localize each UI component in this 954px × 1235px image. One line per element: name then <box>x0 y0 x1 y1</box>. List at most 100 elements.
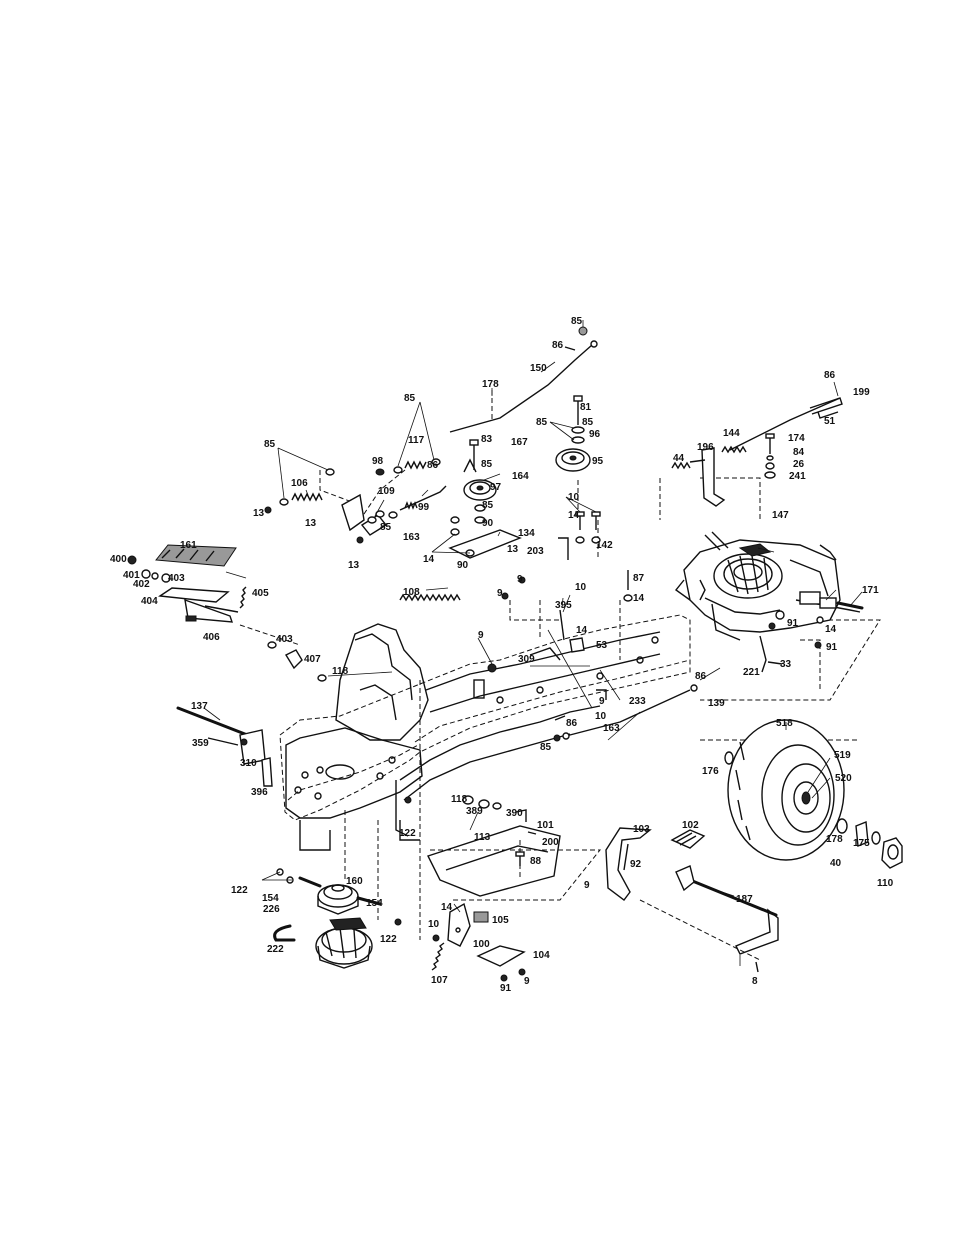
spring-44 <box>671 461 691 470</box>
callout-8: 8 <box>752 976 758 987</box>
callout-163: 163 <box>403 532 420 543</box>
callout-174: 174 <box>788 433 805 444</box>
center-hardware <box>487 570 633 742</box>
callout-519: 519 <box>834 750 851 761</box>
callout-226: 226 <box>263 904 280 915</box>
callout-404: 404 <box>141 596 158 607</box>
pedal-404 <box>158 587 239 623</box>
washers-400-403 <box>127 555 171 583</box>
idler-pulley-95 <box>555 448 591 472</box>
washer-85-top <box>578 326 588 336</box>
callout-104: 104 <box>533 950 550 961</box>
callout-99: 99 <box>418 502 430 513</box>
callout-402: 402 <box>133 579 150 590</box>
block-105 <box>473 911 489 923</box>
hardware-389-390 <box>404 795 537 835</box>
callout-401: 401 <box>123 570 140 581</box>
wheel-hub-hardware <box>836 818 903 869</box>
spring-107 <box>431 942 445 971</box>
callout-103: 103 <box>633 824 650 835</box>
callout-13: 13 <box>253 508 265 519</box>
callout-187: 187 <box>736 894 753 905</box>
callout-108: 108 <box>403 587 420 598</box>
bushings-403-407 <box>267 641 327 682</box>
callout-14: 14 <box>576 625 588 636</box>
pedal-pad-161 <box>155 544 237 567</box>
tire-wheel-518 <box>727 719 845 861</box>
callout-88: 88 <box>530 856 542 867</box>
callout-97: 97 <box>490 482 502 493</box>
callout-90: 90 <box>482 518 494 529</box>
callout-10: 10 <box>575 582 587 593</box>
callout-396: 396 <box>251 787 268 798</box>
callout-14: 14 <box>441 902 453 913</box>
pedal-arm-103 <box>605 827 652 901</box>
callout-196: 196 <box>697 442 714 453</box>
transaxle-147 <box>674 531 864 641</box>
plate-104 <box>476 945 526 982</box>
callout-400: 400 <box>110 554 127 565</box>
hardware-122-clutch <box>276 868 402 926</box>
callout-92: 92 <box>630 859 642 870</box>
callout-178: 178 <box>482 379 499 390</box>
callout-118: 118 <box>451 794 468 805</box>
callout-178: 178 <box>826 834 843 845</box>
callout-134: 134 <box>518 528 535 539</box>
callout-14: 14 <box>423 554 435 565</box>
callout-110: 110 <box>877 878 894 889</box>
pedal-pad-102 <box>670 829 706 849</box>
callout-164: 164 <box>512 471 529 482</box>
callout-122: 122 <box>231 885 248 896</box>
spring-106 <box>264 468 335 514</box>
callout-10: 10 <box>595 711 607 722</box>
callout-9: 9 <box>599 696 605 707</box>
callout-86: 86 <box>427 460 439 471</box>
callout-9: 9 <box>517 574 523 585</box>
callout-310: 310 <box>240 758 257 769</box>
callout-85: 85 <box>404 393 416 404</box>
callout-167: 167 <box>511 437 528 448</box>
callout-107: 107 <box>431 975 448 986</box>
callout-84: 84 <box>793 447 805 458</box>
callout-85: 85 <box>481 459 493 470</box>
callout-407: 407 <box>304 654 321 665</box>
callout-40: 40 <box>830 858 842 869</box>
callout-102: 102 <box>682 820 699 831</box>
callout-91: 91 <box>787 618 799 629</box>
bolt-stack-174 <box>764 433 776 479</box>
callout-161: 161 <box>180 540 197 551</box>
callout-403: 403 <box>276 634 293 645</box>
callout-85: 85 <box>540 742 552 753</box>
key-154-right <box>356 896 382 906</box>
callout-90: 90 <box>457 560 469 571</box>
washer-176 <box>724 751 734 765</box>
callout-359: 359 <box>192 738 209 749</box>
callout-406: 406 <box>203 632 220 643</box>
hardware-88 <box>515 851 525 866</box>
callout-403: 403 <box>168 573 185 584</box>
leader-lines <box>203 320 863 966</box>
callout-85: 85 <box>536 417 548 428</box>
callout-85: 85 <box>482 500 494 511</box>
callout-122: 122 <box>380 934 397 945</box>
callout-171: 171 <box>862 585 879 596</box>
callout-9: 9 <box>584 880 590 891</box>
stop-222 <box>273 924 296 942</box>
callout-405: 405 <box>252 588 269 599</box>
callout-86: 86 <box>552 340 564 351</box>
rod-99 <box>399 485 447 511</box>
callout-150: 150 <box>530 363 547 374</box>
callout-221: 221 <box>743 667 760 678</box>
callout-91: 91 <box>826 642 838 653</box>
shift-rod-199 <box>729 397 843 451</box>
callout-113: 113 <box>474 832 491 843</box>
callout-233: 233 <box>629 696 646 707</box>
callout-175: 175 <box>853 838 870 849</box>
pulley-160 <box>317 884 359 915</box>
callout-518: 518 <box>776 718 793 729</box>
bolt-10-lower <box>432 934 440 942</box>
callout-9: 9 <box>478 630 484 641</box>
spring-117 <box>375 458 441 476</box>
callout-33: 33 <box>780 659 792 670</box>
